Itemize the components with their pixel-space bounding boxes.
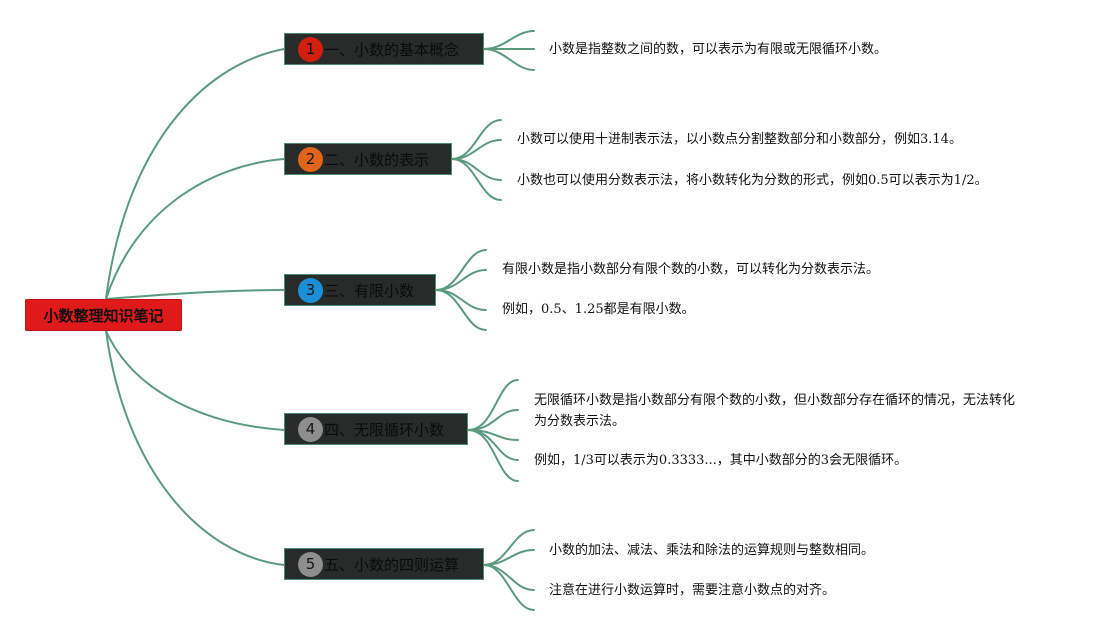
number-badge-1: 1 [298,36,323,62]
note-3-2: 例如，0.5、1.25都是有限小数。 [502,302,695,317]
note-4-1: 无限循环小数是指小数部分有限个数的小数，但小数部分存在循环的情况，无法转化为分数… [534,393,1016,429]
note-3-1: 有限小数是指小数部分有限个数的小数，可以转化为分数表示法。 [502,262,880,277]
note-5-2: 注意在进行小数运算时，需要注意小数点的对齐。 [549,583,836,598]
topic-1[interactable]: 1 一、小数的基本概念 [284,33,484,65]
root-node[interactable]: 小数整理知识笔记 [25,299,182,331]
link-topic-3-b [435,269,487,291]
link-root-topic-3 [105,289,285,300]
note-2-2: 小数也可以使用分数表示法，将小数转化为分数的形式，例如0.5可以表示为1/2。 [517,173,988,188]
link-root-topic-4 [105,330,285,431]
number-badge-4: 4 [298,416,323,442]
topic-2[interactable]: 2 二、小数的表示 [284,143,452,175]
link-root-topic-1 [105,48,285,300]
topic-title: 三、有限小数 [324,281,415,300]
number-badge-5: 5 [298,551,323,577]
number-badge-3: 3 [298,277,323,303]
link-topic-5-d [483,564,535,611]
topic-5[interactable]: 5 五、小数的四则运算 [284,548,484,580]
topic-title: 四、无限循环小数 [324,420,445,439]
note-4-2: 例如，1/3可以表示为0.3333...，其中小数部分的3会无限循环。 [534,453,908,468]
number-badge-2: 2 [298,146,323,172]
link-topic-2-b [451,139,502,160]
topic-3[interactable]: 3 三、有限小数 [284,274,436,306]
link-root-topic-2 [105,158,285,300]
link-topic-2-d [451,158,502,201]
note-5-1: 小数的加法、减法、乘法和除法的运算规则与整数相同。 [549,543,875,558]
link-topic-4-b [467,409,519,431]
root-label: 小数整理知识笔记 [43,306,164,325]
link-topic-2-a [451,119,502,160]
topic-title: 五、小数的四则运算 [324,555,460,574]
link-topic-3-d [435,289,487,331]
topic-title: 一、小数的基本概念 [324,40,460,59]
link-topic-5-a [483,529,535,566]
topic-title: 二、小数的表示 [324,150,430,169]
topic-4[interactable]: 4 四、无限循环小数 [284,413,468,445]
link-topic-1-a [483,30,535,50]
link-topic-1-c [483,48,535,71]
note-1-1: 小数是指整数之间的数，可以表示为有限或无限循环小数。 [549,42,888,57]
note-2-1: 小数可以使用十进制表示法，以小数点分割整数部分和小数部分，例如3.14。 [517,132,962,147]
link-topic-4-e [467,429,519,482]
link-root-topic-5 [105,330,285,566]
